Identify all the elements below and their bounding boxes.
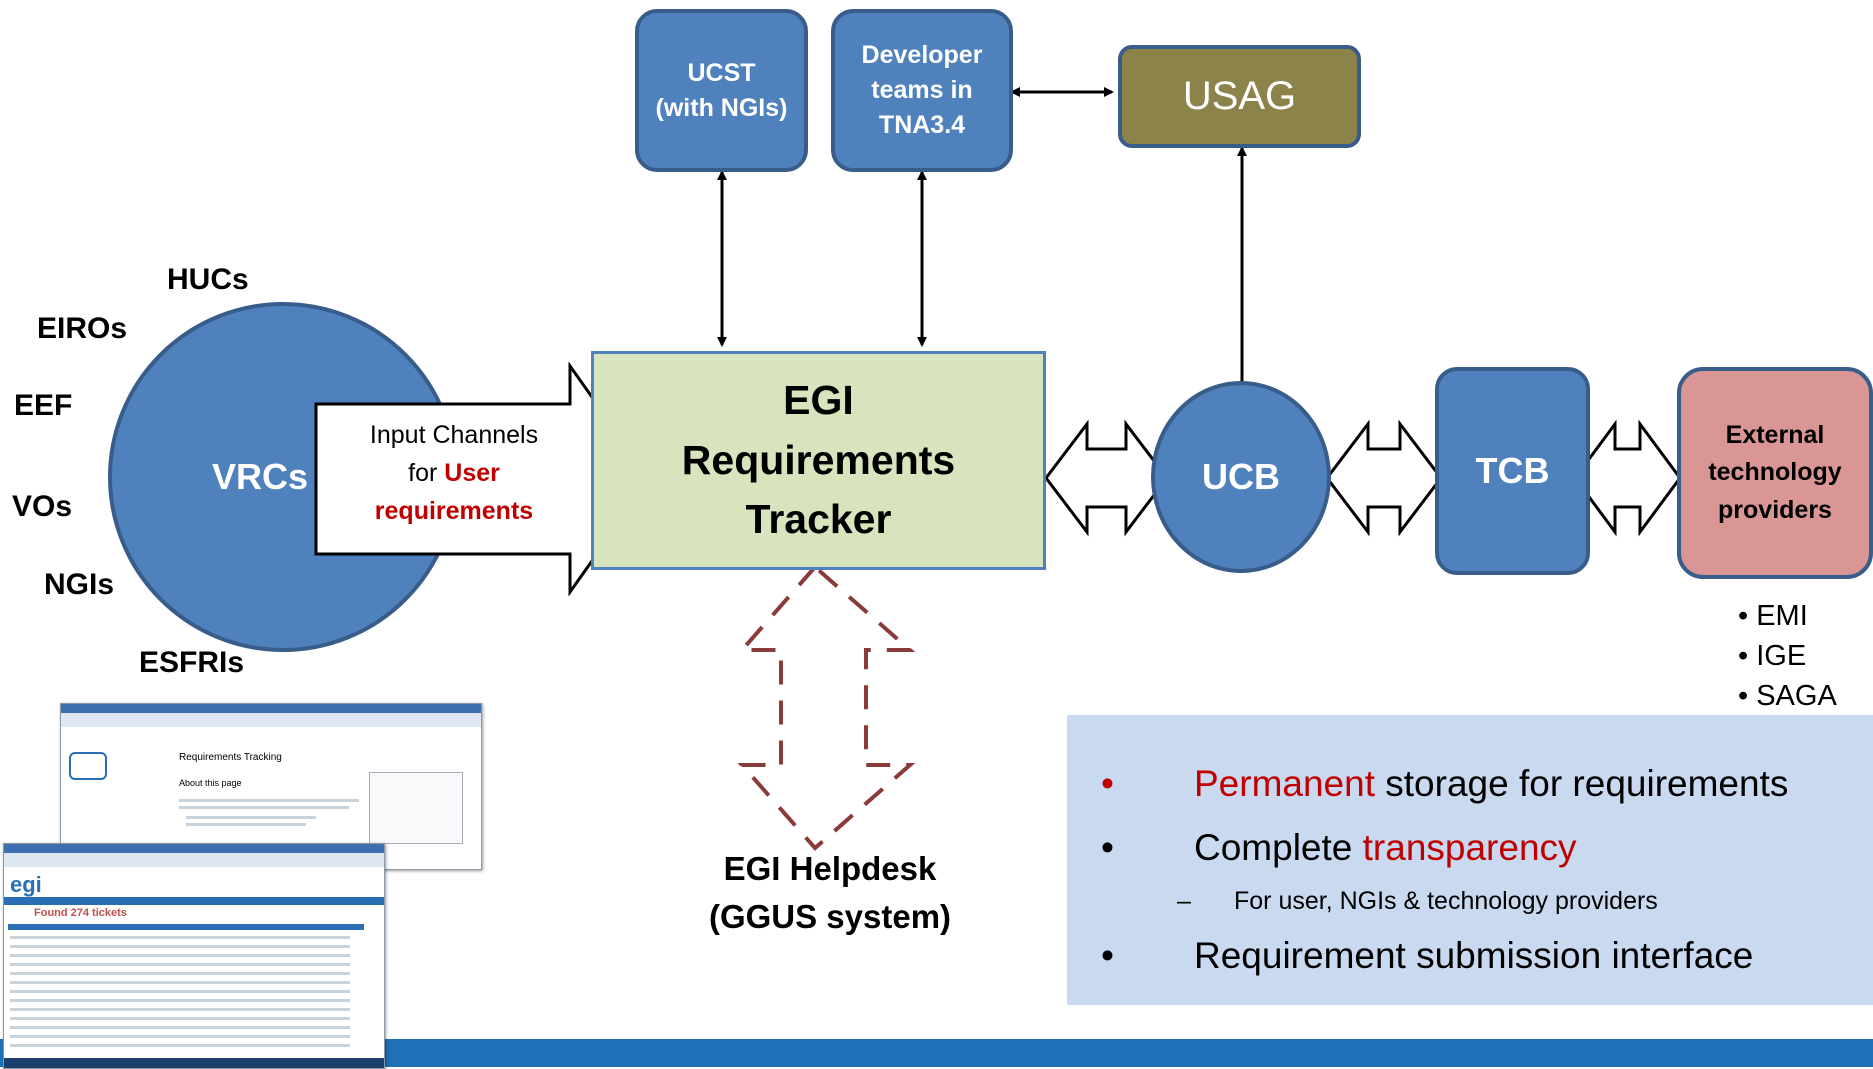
- table-row: [10, 963, 350, 966]
- transparency-highlight: transparency: [1362, 827, 1577, 868]
- info-bullet-2: • Complete transparency: [1101, 827, 1577, 869]
- info-panel: • Permanent storage for requirements • C…: [1067, 715, 1873, 1005]
- input-channel-line2: for User requirements: [334, 454, 574, 530]
- ucb-circle: UCB: [1151, 381, 1331, 573]
- wiki-page-title: Requirements Tracking: [179, 752, 282, 763]
- wiki-toolbar: [61, 713, 481, 727]
- dashed-double-arrow-icon: [737, 564, 916, 851]
- table-row: [10, 1008, 350, 1011]
- requirements-tracker-box: EGI Requirements Tracker: [591, 351, 1046, 570]
- text-line: [179, 799, 359, 802]
- input-channel-text: Input Channels for User requirements: [334, 416, 574, 530]
- usag-label: USAG: [1182, 74, 1297, 118]
- table-row: [10, 945, 350, 948]
- input-channel-for: for: [408, 459, 438, 487]
- info-bullet-2-start: Complete: [1194, 827, 1363, 868]
- table-row: [10, 972, 350, 975]
- helpdesk-label: EGI Helpdesk (GGUS system): [708, 850, 952, 935]
- info-bullet-3: • Requirement submission interface: [1101, 935, 1753, 977]
- info-bullet-1-rest: storage for requirements: [1375, 763, 1789, 804]
- ggus-titlebar: [4, 844, 384, 853]
- sub-dash: –: [1177, 887, 1191, 915]
- text-line: [179, 806, 349, 809]
- table-row: [10, 936, 350, 939]
- permanent-highlight: Permanent: [1194, 763, 1375, 804]
- info-subbullet: – For user, NGIs & technology providers: [1177, 887, 1658, 916]
- community-label: EEF: [14, 389, 73, 422]
- table-row: [10, 999, 350, 1002]
- info-subbullet-text: For user, NGIs & technology providers: [1234, 887, 1658, 915]
- provider-name: EMI: [1756, 600, 1808, 632]
- community-label: HUCs: [167, 263, 249, 296]
- ggus-found-heading: Found 274 tickets: [34, 907, 127, 919]
- table-row: [10, 990, 350, 993]
- wiki-titlebar: [61, 704, 481, 713]
- community-label: EIROs: [37, 312, 128, 345]
- provider-item: • EMI: [1738, 600, 1808, 632]
- developer-label: Developer teams in TNA3.4: [861, 41, 983, 139]
- ggus-table-header: [8, 924, 364, 930]
- table-row: [10, 1026, 350, 1029]
- external-providers-box: External technology providers: [1677, 367, 1873, 579]
- ggus-nav: [4, 897, 384, 905]
- ggus-taskbar: [4, 1058, 384, 1068]
- input-channel-line1: Input Channels: [369, 421, 539, 449]
- provider-name: SAGA: [1756, 680, 1837, 712]
- table-row: [10, 954, 350, 957]
- table-row: [10, 1017, 350, 1020]
- vrcs-circle: VRCs: [108, 302, 458, 652]
- bullet-dot: •: [1101, 827, 1114, 868]
- ucst-box: UCST (with NGIs): [635, 9, 808, 172]
- community-label: NGIs: [44, 568, 115, 601]
- ggus-screenshot: egi Found 274 tickets: [3, 843, 385, 1069]
- wiki-screenshot: Requirements Tracking About this page: [60, 703, 482, 870]
- tracker-label: EGI Requirements Tracker: [681, 377, 956, 543]
- bullet-dot: •: [1101, 935, 1114, 976]
- ggus-logo: egi: [10, 872, 42, 897]
- info-bullet-1: • Permanent storage for requirements: [1101, 763, 1788, 805]
- ucb-label: UCB: [1202, 456, 1280, 497]
- table-row: [10, 1035, 350, 1038]
- provider-item: • IGE: [1738, 640, 1807, 672]
- tracker-ucb-double-arrow-icon: [1044, 419, 1169, 537]
- info-bullet-2-text: Complete transparency: [1194, 827, 1577, 869]
- table-row: [10, 981, 350, 984]
- ucb-tcb-double-arrow-icon: [1325, 419, 1443, 537]
- provider-item: • SAGA: [1738, 680, 1837, 712]
- community-label: VOs: [12, 490, 73, 523]
- wiki-section-title: About this page: [179, 778, 242, 788]
- bullet-dot-red: •: [1101, 763, 1114, 804]
- ucst-label: UCST (with NGIs): [655, 58, 788, 122]
- wiki-logo: [69, 752, 107, 780]
- vrcs-label: VRCs: [212, 456, 309, 497]
- user-requirements-highlight: User requirements: [374, 459, 534, 525]
- usag-box: USAG: [1118, 45, 1361, 148]
- tcb-external-double-arrow-icon: [1573, 419, 1682, 537]
- provider-name: IGE: [1756, 640, 1807, 672]
- tcb-box: TCB: [1435, 367, 1590, 575]
- ggus-toolbar: [4, 853, 384, 867]
- external-label: External technology providers: [1708, 420, 1842, 524]
- text-line: [186, 823, 306, 826]
- developer-box: Developer teams in TNA3.4: [831, 9, 1013, 172]
- text-line: [186, 816, 316, 819]
- table-row: [10, 1044, 350, 1047]
- info-bullet-1-text: Permanent storage for requirements: [1194, 763, 1788, 805]
- info-bullet-3-text: Requirement submission interface: [1194, 935, 1754, 976]
- tcb-label: TCB: [1475, 450, 1550, 491]
- providers-list: • EMI • IGE • SAGA: [1738, 596, 1837, 716]
- wiki-contents-box: [369, 772, 463, 844]
- community-label: ESFRIs: [139, 646, 245, 679]
